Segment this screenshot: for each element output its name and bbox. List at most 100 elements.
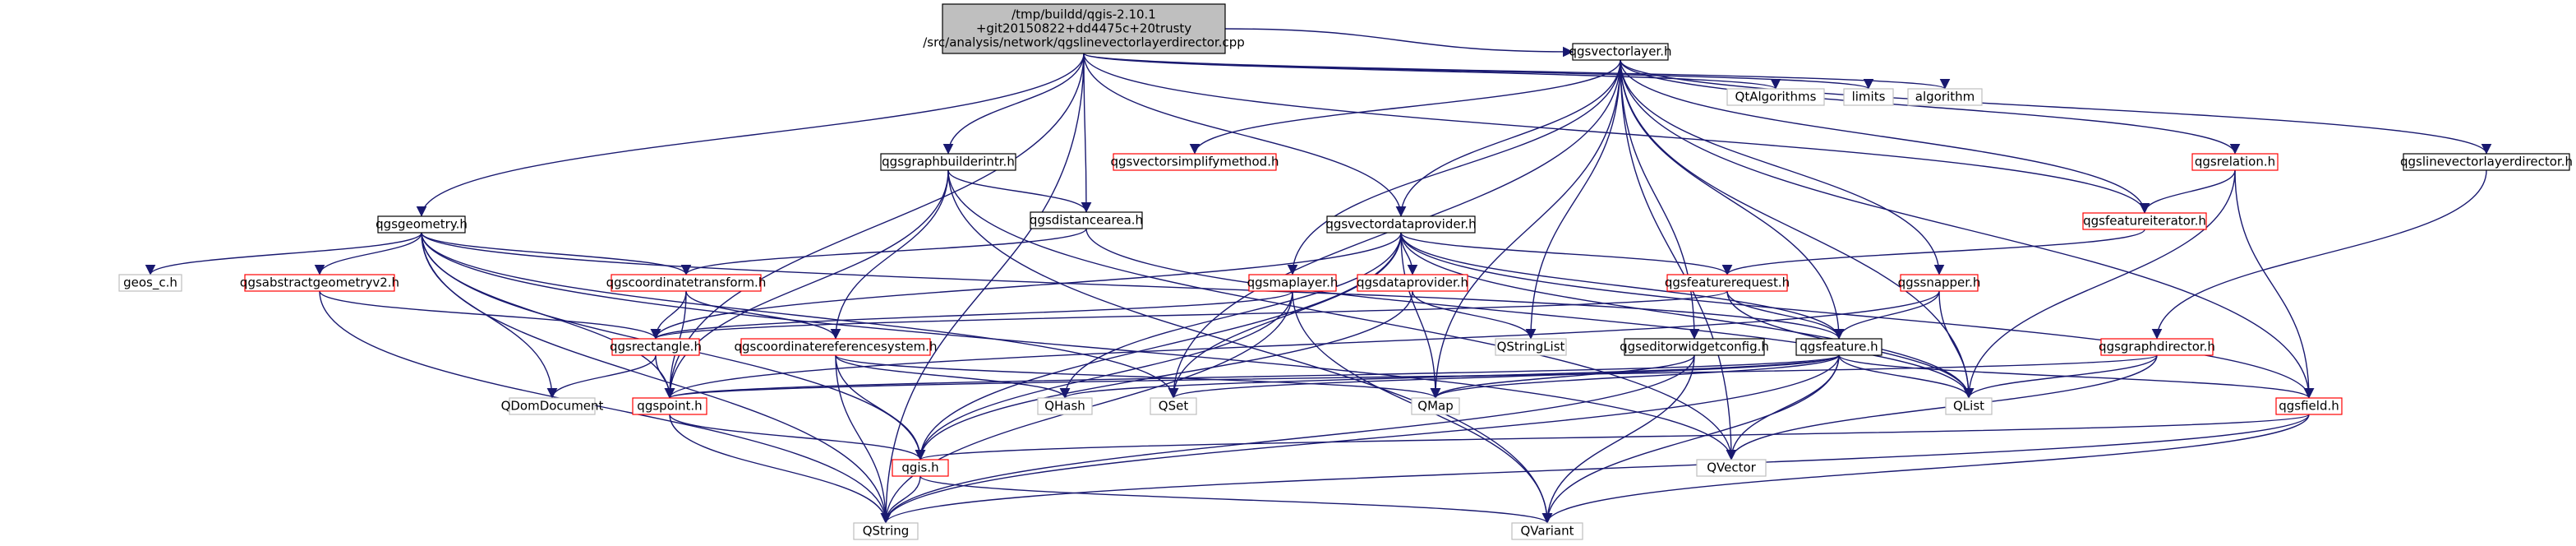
- node-qgsrelation[interactable]: qgsrelation.h: [2191, 153, 2279, 171]
- node-box: [1900, 274, 1979, 292]
- edge-qgsgeometry-to-qgsabstractgeometryv2: [314, 232, 422, 275]
- node-qgsvectordataprovider[interactable]: qgsvectordataprovider.h: [1325, 215, 1477, 234]
- edge-qgsfeature-to-qmap: [1430, 354, 1840, 399]
- edge-qgsfeature-to-qlist: [1838, 354, 1975, 399]
- edge-qgsfield-to-qstring: [881, 414, 2310, 524]
- edge-qgsfeature-to-qgsfield: [1838, 354, 2315, 399]
- edge-qgsgeometry-to-geos_c: [145, 232, 422, 275]
- node-label: QMap: [1417, 399, 1453, 414]
- edge-qgscoordinatetransform-to-qgscoordinatereferencesystem: [685, 290, 841, 340]
- node-qgsfeatureiterator[interactable]: qgsfeatureiterator.h: [2082, 212, 2207, 230]
- edge-qgsvectorlayer-to-qvector: [1620, 59, 1737, 460]
- node-box: [853, 522, 919, 540]
- edge-qgsgeometry-to-qstring: [421, 232, 892, 524]
- edge-qgsgraphbuilderintr-to-qgspoint: [664, 169, 949, 399]
- node-box: [1624, 338, 1765, 356]
- node-label: QHash: [1044, 399, 1085, 414]
- edge-qgsvectordataprovider-to-qhash: [1059, 232, 1402, 399]
- node-label: QString: [863, 524, 910, 539]
- node-box: [611, 274, 762, 292]
- node-qgslinevectorlayerdirector[interactable]: qgslinevectorlayerdirector.h: [2400, 153, 2573, 171]
- node-box: [1945, 397, 1993, 415]
- node-qgsfeaturerequest[interactable]: qgsfeaturerequest.h: [1665, 274, 1790, 292]
- node-box: [740, 338, 931, 356]
- edge-qgslinevectorlayerdirector-to-qgsgraphdirector: [2151, 169, 2487, 340]
- node-qgssnapper[interactable]: qgssnapper.h: [1898, 274, 1981, 292]
- node-box: [1666, 274, 1788, 292]
- edge-qgsfeature-to-qset: [1168, 354, 1840, 399]
- node-qgsgraphdirector[interactable]: qgsgraphdirector.h: [2099, 338, 2215, 356]
- node-qgsabstractgeometryv2[interactable]: qgsabstractgeometryv2.h: [240, 274, 399, 292]
- edge-qgssnapper-to-qgsfeature: [1833, 290, 1940, 340]
- edge-qgsvectordataprovider-to-qmap: [1400, 232, 1441, 399]
- edge-qgsabstractgeometryv2-to-qgsrectangle: [319, 290, 661, 340]
- node-qgscoordinatetransform[interactable]: qgscoordinatetransform.h: [606, 274, 767, 292]
- edge-qgsvectordataprovider-to-qgsrectangle: [650, 232, 1402, 340]
- node-box: [1326, 215, 1476, 234]
- node-qgscoordinatereferencesystem[interactable]: qgscoordinatereferencesystem.h: [735, 338, 938, 356]
- node-qgsrectangle[interactable]: qgsrectangle.h: [610, 338, 702, 356]
- node-qgsdistancearea[interactable]: qgsdistancearea.h: [1030, 211, 1143, 229]
- node-qgsvectorlayer[interactable]: qgsvectorlayer.h: [1569, 43, 1672, 61]
- edge-qgsgeometry-to-qvector: [421, 232, 1737, 460]
- edge-qgsrelation-to-qgsfeatureiterator: [2139, 169, 2236, 214]
- node-qgsmaplayer[interactable]: qgsmaplayer.h: [1247, 274, 1339, 292]
- node-box: [2100, 338, 2214, 356]
- node-qgsdataprovider[interactable]: qgsdataprovider.h: [1357, 274, 1468, 292]
- node-label: /src/analysis/network/qgslinevectorlayer…: [923, 35, 1245, 50]
- node-qgsfield[interactable]: qgsfield.h: [2275, 397, 2343, 415]
- node-box: [1795, 338, 1882, 356]
- node-box: [1150, 397, 1197, 415]
- node-qgspoint[interactable]: qgspoint.h: [632, 397, 707, 415]
- edge-qgssnapper-to-qlist: [1938, 290, 1975, 399]
- edge-qgsabstractgeometryv2-to-qstring: [319, 290, 892, 524]
- node-qgsvectorsimplifymethod[interactable]: qgsvectorsimplifymethod.h: [1111, 153, 1279, 171]
- node-label: algorithm: [1915, 90, 1975, 104]
- edge-qgsfeatureiterator-to-qgsfeaturerequest: [1721, 229, 2145, 275]
- edge-qgsvectorlayer-to-qgsvectordataprovider: [1395, 59, 1621, 217]
- node-qtalgorithms: QtAlgorithms: [1726, 88, 1825, 106]
- edge-root-to-qstring: [880, 53, 1085, 524]
- edge-root-to-qgsgraphbuilderintr: [942, 53, 1085, 155]
- edge-qgsmaplayer-to-qgsrectangle: [651, 290, 1293, 340]
- node-box: [1907, 88, 1983, 106]
- edge-qgsfeature-to-qstring: [880, 354, 1840, 524]
- node-box: [942, 3, 1226, 54]
- edge-qgsfeature-to-qvariant: [1541, 354, 1840, 524]
- edge-qgssnapper-to-qgspoint: [664, 290, 1940, 399]
- edge-qgsgraphbuilderintr-to-qgscoordinatereferencesystem: [830, 169, 949, 340]
- edge-qgsvectordataprovider-to-qgsfeaturerequest: [1400, 232, 1733, 275]
- edge-qgsgraphdirector-to-qlist: [1963, 354, 2158, 399]
- edge-root-to-qgspoint: [664, 53, 1085, 399]
- node-label: qgsvectordataprovider.h: [1325, 217, 1476, 232]
- node-label: qgscoordinatereferencesystem.h: [735, 340, 938, 354]
- node-label: limits: [1852, 90, 1886, 104]
- edge-root-to-qgsgeometry: [416, 53, 1085, 217]
- node-box: [1726, 88, 1825, 106]
- node-label: qgssnapper.h: [1898, 275, 1981, 290]
- node-qgis[interactable]: qgis.h: [892, 459, 949, 477]
- node-label: qgsfeature.h: [1800, 340, 1878, 354]
- edge-qgsfeaturerequest-to-qgsfeature: [1726, 290, 1845, 340]
- node-qgsgeometry[interactable]: qgsgeometry.h: [376, 215, 468, 234]
- node-geos_c: geos_c.h: [118, 274, 182, 292]
- node-root[interactable]: /tmp/buildd/qgis-2.10.1+git20150822+dd44…: [923, 3, 1245, 54]
- node-label: qgsdataprovider.h: [1357, 275, 1468, 290]
- edge-qgsvectordataprovider-to-qlist: [1400, 232, 1975, 399]
- edge-qgsgraphbuilderintr-to-qvector: [947, 169, 1737, 460]
- node-box: [1511, 522, 1583, 540]
- node-qgseditorwidgetconfig[interactable]: qgseditorwidgetconfig.h: [1620, 338, 1769, 356]
- node-qgsgraphbuilderintr[interactable]: qgsgraphbuilderintr.h: [880, 153, 1016, 171]
- node-box: [611, 338, 700, 356]
- edge-qgsgraphdirector-to-qgspoint: [665, 354, 2158, 399]
- node-algorithm: algorithm: [1907, 88, 1983, 106]
- node-qset: QSet: [1150, 397, 1197, 415]
- node-qgsfeature[interactable]: qgsfeature.h: [1795, 338, 1882, 356]
- edge-qgsfield-to-qgis: [915, 414, 2310, 460]
- node-box: [1572, 43, 1669, 61]
- edge-qgsvectorlayer-to-qstringlist: [1525, 59, 1621, 340]
- node-box: [892, 459, 949, 477]
- node-qstringlist: QStringList: [1495, 338, 1567, 356]
- node-qhash: QHash: [1037, 397, 1093, 415]
